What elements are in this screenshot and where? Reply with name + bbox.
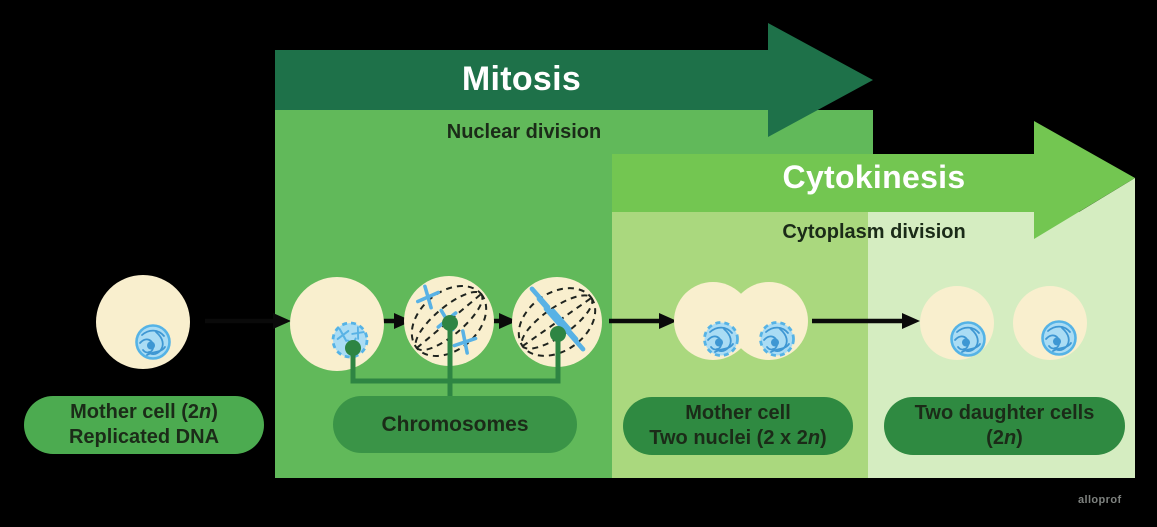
mother-cell-label: Mother cell (2n) Replicated DNA <box>24 396 264 454</box>
two-nuclei-label: Mother cell Two nuclei (2 x 2n) <box>623 397 853 455</box>
two-nuclei-cell-graphic <box>674 282 808 360</box>
daughter-cells-label-line2: (2n) <box>986 427 1023 449</box>
cytokinesis-arrow-banner <box>612 121 1135 239</box>
anaphase-cell-graphic <box>504 273 610 371</box>
mitosis-subtitle: Nuclear division <box>446 121 602 143</box>
daughter-cells-label: Two daughter cells (2n) <box>884 397 1125 455</box>
mother-cell-graphic <box>96 275 190 369</box>
alloprof-watermark: alloprof <box>1078 494 1122 506</box>
mother-cell-label-line2: Replicated DNA <box>68 426 220 448</box>
flow-arrow-4 <box>609 313 677 329</box>
mother-cell-label-line1: Mother cell (2n) <box>70 401 218 423</box>
daughter-cells-label-line1: Two daughter cells <box>914 402 1095 424</box>
cytokinesis-title: Cytokinesis <box>782 159 966 195</box>
two-nuclei-label-line1: Mother cell <box>685 402 791 424</box>
cytokinesis-subtitle: Cytoplasm division <box>782 221 966 243</box>
prophase-cell-graphic <box>290 277 384 371</box>
two-nuclei-label-line2: Two nuclei (2 x 2n) <box>649 427 827 449</box>
mitosis-arrow-banner <box>275 23 873 137</box>
flow-arrow-5 <box>812 313 920 329</box>
flow-arrow-1 <box>205 313 291 329</box>
chromosomes-label-text: Chromosomes <box>381 413 529 436</box>
chromosomes-label: Chromosomes <box>333 396 577 453</box>
chromosome-connector <box>345 315 566 398</box>
daughter-cells-graphic <box>920 286 1087 360</box>
mitosis-title: Mitosis <box>461 60 582 98</box>
